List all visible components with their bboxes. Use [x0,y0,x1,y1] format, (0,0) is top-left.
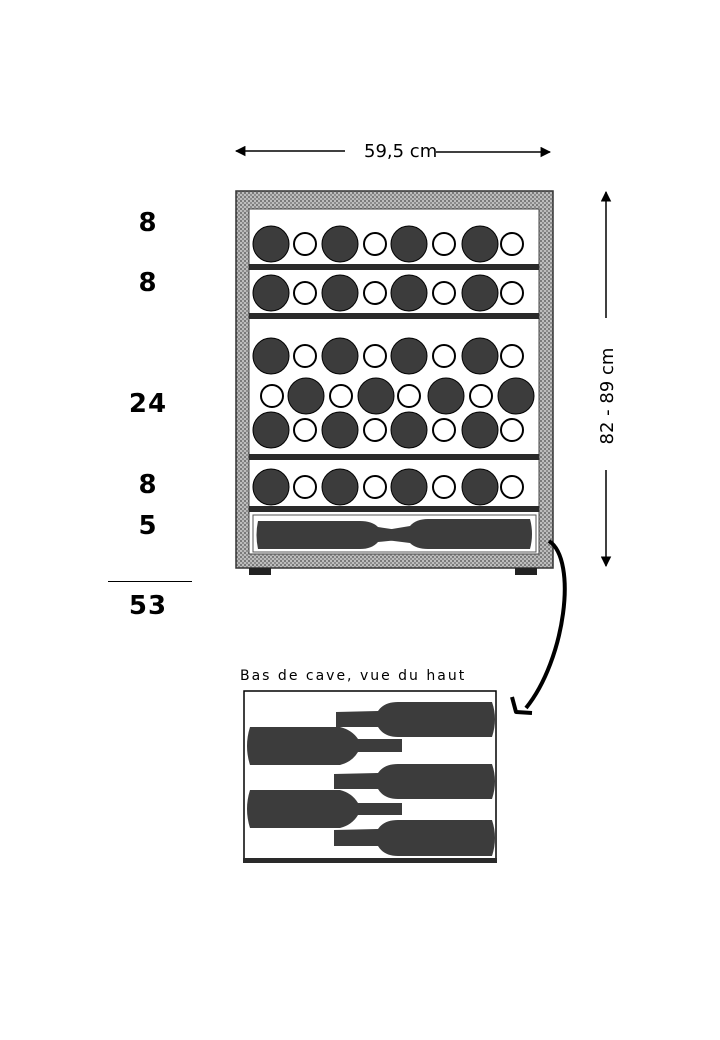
top-view-bottle [336,702,495,737]
bottle-base [461,225,499,263]
bottle-base [252,411,290,449]
total-count: 53 [128,591,168,621]
cabinet-foot-right [515,568,537,575]
bottle-base [321,468,359,506]
shelf-count-2: 8 [138,268,158,298]
bottom-view-caption: Bas de cave, vue du haut [240,668,467,684]
bottle-neck [500,344,524,368]
width-label: 59,5 cm [364,141,438,162]
bottle-base [321,411,359,449]
bottle-neck [260,384,284,408]
bottle-base [321,274,359,312]
bottle-base [497,377,535,415]
bottle-neck [293,232,317,256]
bottle-neck [432,344,456,368]
bottle-neck [293,475,317,499]
bottle-neck [432,418,456,442]
bottle-base [252,468,290,506]
callout-arrow [524,539,567,710]
total-rule [108,581,192,582]
width-arrow [234,145,552,158]
shelf-count-5: 5 [138,511,158,541]
bottle-neck [500,232,524,256]
bottle-base [357,377,395,415]
shelf-divider [249,264,539,270]
drawer-bottle [386,519,532,549]
bottle-neck [432,232,456,256]
bottle-neck [500,418,524,442]
bottle-base [390,274,428,312]
bottle-base [252,274,290,312]
bottle-base [321,225,359,263]
bottle-base [321,337,359,375]
bottle-neck [293,281,317,305]
shelf-divider [249,506,539,512]
bottle-neck [500,475,524,499]
cabinet-foot-left [249,568,271,575]
bottle-neck [432,281,456,305]
shelf-count-3: 24 [128,389,168,419]
bottle-base [461,337,499,375]
bottle-neck [293,418,317,442]
bottle-base [390,411,428,449]
bottle-base [252,337,290,375]
bottle-neck [432,475,456,499]
shelf-count-4: 8 [138,470,158,500]
top-view-bottle [247,727,402,765]
bottle-neck [363,344,387,368]
bottle-base [461,274,499,312]
bottle-neck [397,384,421,408]
bottle-base [287,377,325,415]
bottom-top-view [243,690,497,863]
bottle-base [390,468,428,506]
bottle-neck [363,475,387,499]
bottle-neck [500,281,524,305]
bottle-neck [329,384,353,408]
bottle-base [461,411,499,449]
shelf-divider [249,313,539,319]
bottle-neck [363,232,387,256]
shelf-divider [249,454,539,460]
bottle-rows [252,225,535,506]
bottle-neck [469,384,493,408]
drawer-bottle [256,521,398,549]
callout-arrow-head [510,696,533,715]
top-view-bottle [334,820,495,856]
shelf-count-1: 8 [138,208,158,238]
bottle-neck [363,418,387,442]
bottle-base [461,468,499,506]
top-view-bottle [334,764,495,799]
bottle-base [252,225,290,263]
bottle-base [427,377,465,415]
bottle-base [390,337,428,375]
top-view-bottle [247,790,402,828]
drawer-bottles [256,519,532,549]
bottle-neck [293,344,317,368]
bottle-neck [363,281,387,305]
bottle-base [390,225,428,263]
